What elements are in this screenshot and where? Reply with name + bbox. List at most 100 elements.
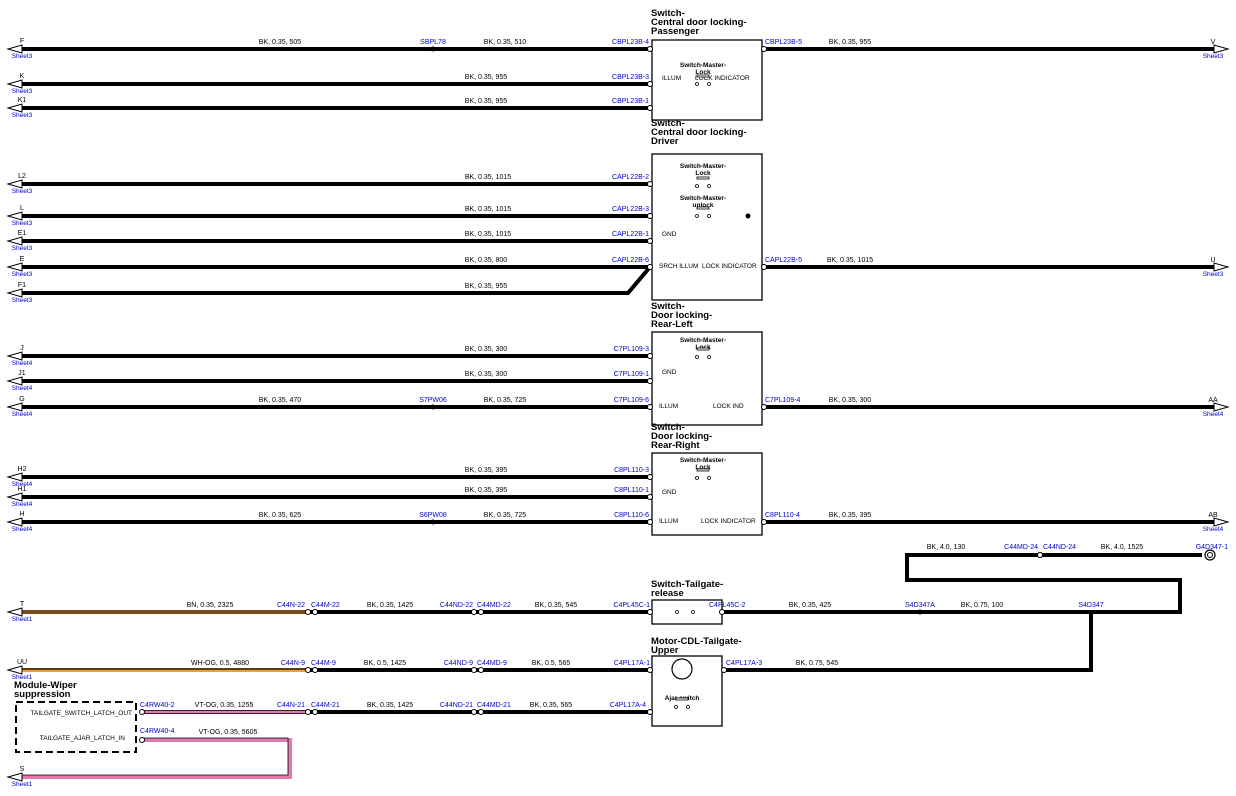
switch-contact (695, 184, 699, 188)
pin-terminal (721, 667, 727, 673)
switch-contact (707, 355, 711, 359)
wire-spec: BK, 0.35, 1015 (465, 174, 511, 181)
connector-label: CAPL22B-1 (612, 231, 649, 238)
wire-spec: BK, 0.35, 955 (465, 74, 508, 81)
arrow-right-icon (1213, 44, 1230, 54)
pin-terminal (647, 519, 653, 525)
wire-spec: BK, 4.0, 130 (927, 544, 966, 551)
pin-terminal (647, 264, 653, 270)
arrow-left-icon (6, 44, 23, 54)
wire-spec: BK, 0.35, 725 (484, 397, 527, 404)
rear-right-switch-box (651, 452, 763, 536)
sheet-ref: Sheet3 (12, 112, 33, 119)
pin-terminal (1037, 552, 1043, 558)
splice-dot (745, 213, 751, 219)
arrow-left-icon (6, 288, 23, 298)
connector-label: C44M-9 (311, 660, 336, 667)
connector-label: C4PL17A-1 (614, 660, 650, 667)
tailgate-release-title: Switch-Tailgate- (651, 579, 723, 590)
connector-label: C4PL45C-1 (613, 602, 650, 609)
pin-label: SRCH ILLUM (659, 263, 698, 270)
pin-terminal (478, 709, 484, 715)
splice-label: S7PW06 (419, 397, 447, 404)
connector-label: C8PL110-3 (614, 467, 649, 474)
connector-label: C7PL109-4 (765, 397, 801, 404)
sheet-ref: Sheet4 (12, 411, 33, 418)
connector-label: C8PL110-4 (765, 512, 800, 519)
connector-label: C4RW40-4 (140, 728, 175, 735)
wire-s-edge (22, 737, 289, 776)
sheet-ref: Sheet4 (12, 385, 33, 392)
switch-contact (707, 82, 711, 86)
wire-spec: BK, 0.35, 300 (465, 371, 508, 378)
switch-contact (695, 214, 699, 218)
connector-label: C4RW40-2 (140, 702, 175, 709)
wire-s-pink (22, 738, 292, 779)
sheet-ref: Sheet3 (12, 297, 33, 304)
sub-switch-label: Lock (695, 344, 711, 351)
sheet-ref: Sheet1 (12, 781, 33, 788)
connector-label: C44MD-24 (1004, 544, 1038, 551)
ground-wire (725, 553, 1202, 672)
pin-label: ILLUM (659, 518, 678, 525)
wire-spec: BK, 0.35, 955 (465, 98, 508, 105)
switch-actuator (696, 468, 710, 472)
tailgate-motor-title: Upper (651, 645, 679, 656)
connector-label: C44M-22 (311, 602, 340, 609)
wire-spec: BK, 0.35, 1425 (367, 602, 413, 609)
wire-end-label: F (20, 38, 24, 45)
pin-label: TAILGATE_AJAR_LATCH_IN (40, 735, 126, 742)
wire-spec: VT-OG, 0.35, 1255 (195, 702, 254, 709)
wire-spec: BK, 0.35, 1425 (367, 702, 413, 709)
wire-end-label: K (20, 73, 25, 80)
rear-right-title: Switch- (651, 422, 685, 433)
switch-actuator (696, 74, 710, 78)
connector-label: C44ND-22 (440, 602, 473, 609)
switch-contact (707, 214, 711, 218)
arrow-left-icon (6, 211, 23, 221)
switch-contact (695, 82, 699, 86)
pin-terminal (305, 609, 311, 615)
arrow-right-icon (1213, 402, 1230, 412)
sub-switch-label: Lock (695, 464, 711, 471)
sheet-ref: Sheet3 (12, 188, 33, 195)
pin-terminal (312, 609, 318, 615)
wire-end-label: AB (1208, 512, 1218, 519)
pin-terminal (647, 609, 653, 615)
passenger-switch-box (651, 39, 763, 121)
pin-terminal (647, 378, 653, 384)
pin-terminal (761, 46, 767, 52)
sheet-ref: Sheet3 (12, 88, 33, 95)
pin-terminal (647, 105, 653, 111)
pin-terminal (312, 667, 318, 673)
sheet-ref: Sheet4 (1203, 411, 1224, 418)
wire-spec: BK, 0.35, 1015 (465, 231, 511, 238)
driver-title: Central door locking- (651, 127, 747, 138)
wire-spec: BN, 0.35, 2325 (187, 602, 234, 609)
wiper-title: Module-Wiper (14, 680, 77, 691)
pin-terminal (761, 519, 767, 525)
connector-label: CBPL23B-1 (612, 98, 649, 105)
wire-spec: BK, 0.35, 300 (829, 397, 872, 404)
sheet-ref: Sheet3 (12, 220, 33, 227)
connector-label: C44M-21 (311, 702, 340, 709)
pin-terminal (139, 737, 145, 743)
switch-actuator (675, 697, 689, 701)
sub-switch-label: Lock (695, 69, 711, 76)
sheet-ref: Sheet3 (12, 271, 33, 278)
rear-left-title: Switch- (651, 301, 685, 312)
sheet-ref: Sheet4 (12, 501, 33, 508)
pin-terminal (647, 709, 653, 715)
connector-label: C44N-21 (277, 702, 305, 709)
connector-label: C44MD-9 (477, 660, 507, 667)
splice-label: S6PW08 (419, 512, 447, 519)
sub-switch-label: Switch-Master- (680, 457, 726, 464)
wire-end-label: E1 (18, 230, 27, 237)
pin-terminal (647, 81, 653, 87)
connector-label: C8PL110-1 (614, 487, 649, 494)
pin-terminal (647, 474, 653, 480)
pin-terminal (647, 181, 653, 187)
pin-terminal (647, 213, 653, 219)
